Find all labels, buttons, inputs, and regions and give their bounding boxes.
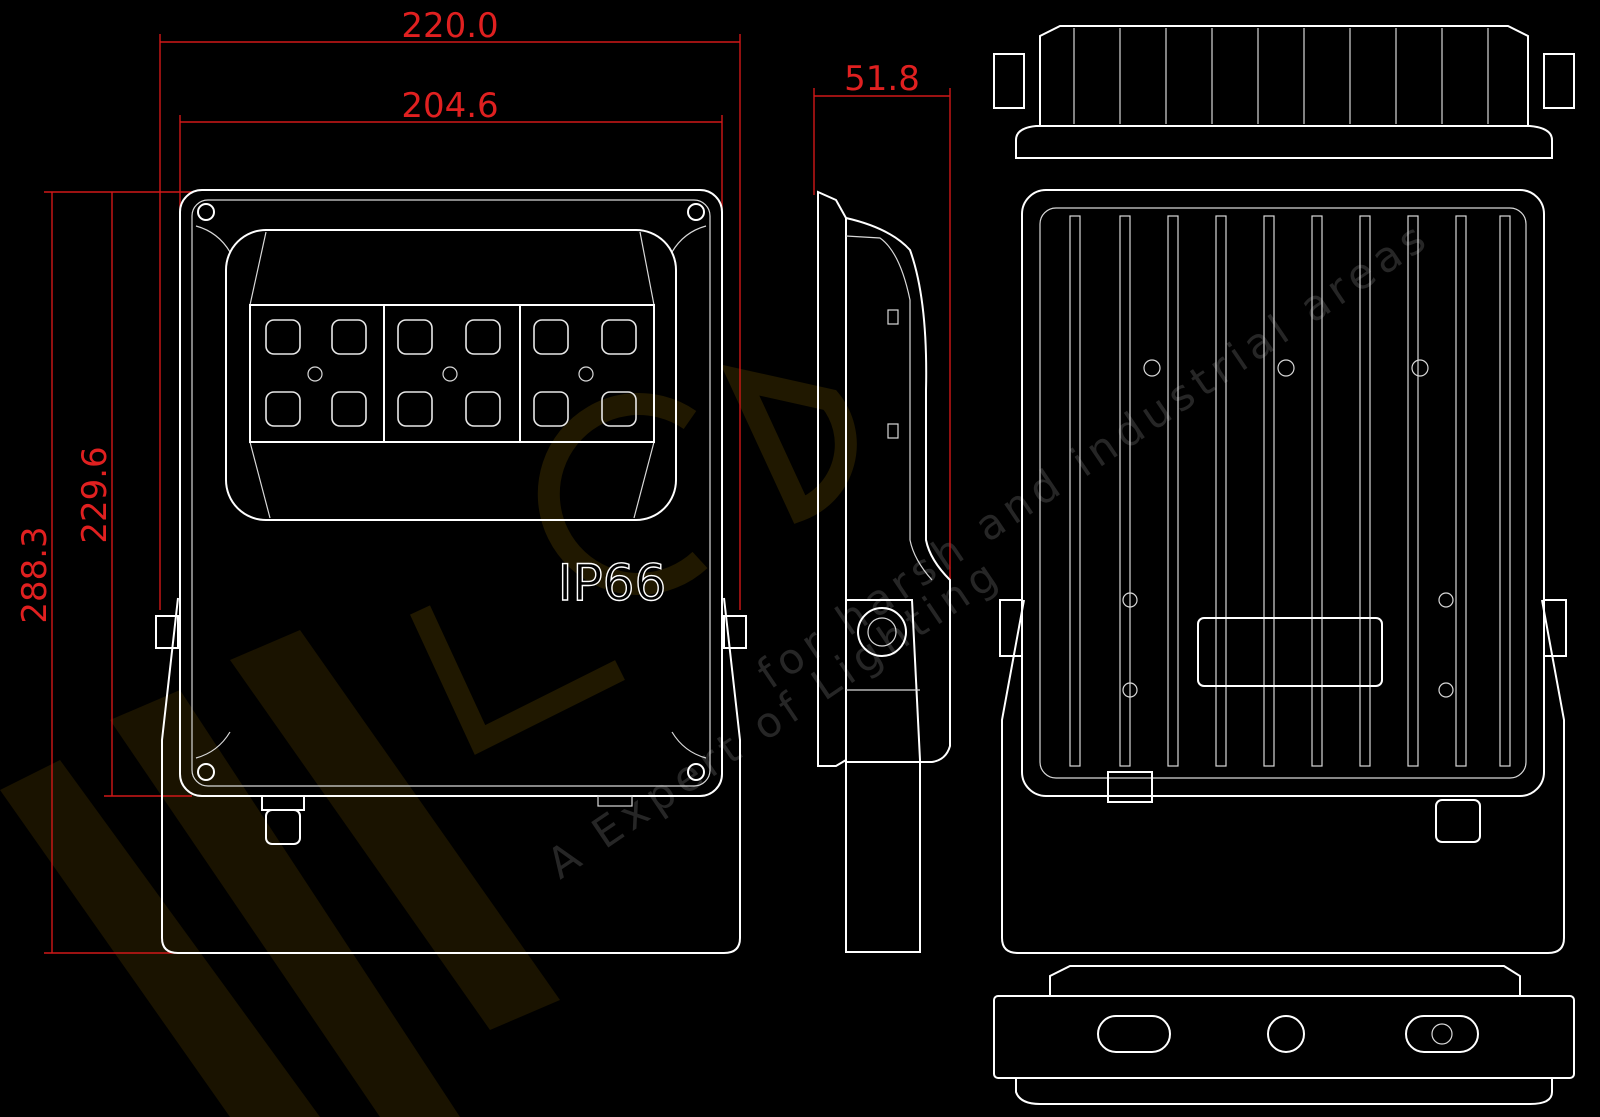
- heatsink-fins: [1069, 215, 1511, 767]
- dimension-lines: 220.0 204.6 51.8 288.3 229.6: [15, 6, 951, 954]
- bracket-slot: [1097, 1015, 1171, 1053]
- cable-gland: [1107, 771, 1153, 803]
- led-array: [265, 319, 637, 427]
- top-view: [993, 25, 1575, 159]
- dim-height-outer: 288.3: [15, 526, 55, 623]
- dim-width-inner: 204.6: [401, 86, 498, 126]
- cable-gland: [265, 809, 301, 845]
- ip-rating-label: IP66: [558, 554, 667, 612]
- pivot-hole: [1267, 1015, 1305, 1053]
- screw-icon: [687, 763, 705, 781]
- label-plate: [1197, 617, 1383, 687]
- pivot-bolt: [857, 607, 907, 657]
- bottom-view: [993, 965, 1575, 1105]
- cable-gland: [1435, 799, 1481, 843]
- dim-width-outer: 220.0: [401, 6, 498, 46]
- screw-icon: [197, 763, 215, 781]
- watermark: A Expert of Lighting for harsh and indus…: [0, 210, 1439, 1117]
- dim-height-inner: 229.6: [75, 446, 115, 543]
- screw-icon: [687, 203, 705, 221]
- front-view: IP66: [155, 189, 747, 954]
- screw-icon: [197, 203, 215, 221]
- rear-view: [999, 189, 1567, 954]
- dim-depth: 51.8: [844, 59, 920, 99]
- side-view: [817, 190, 951, 953]
- bracket-slot: [1405, 1015, 1479, 1053]
